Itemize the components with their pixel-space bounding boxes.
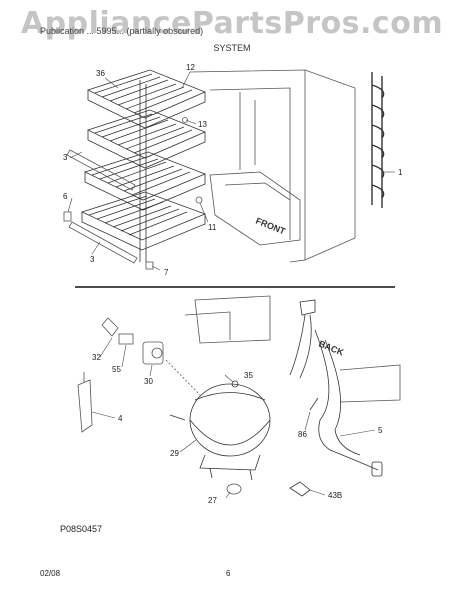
part-callout: 43B [328, 491, 342, 500]
grommet [226, 483, 242, 495]
shelf-peg [182, 117, 188, 123]
part-callout: 4 [118, 414, 123, 423]
part-callout: 7 [164, 268, 169, 277]
part-callout: 32 [92, 353, 101, 362]
shelf-support [145, 261, 154, 270]
page-number: 6 [226, 569, 231, 578]
part-callout: 86 [298, 430, 307, 439]
shelf-clip [63, 211, 72, 222]
part-callout: 13 [198, 120, 207, 129]
part-callout: 30 [144, 377, 153, 386]
watermark: AppliancePartsPros.com [20, 6, 444, 41]
part-callout: 3 [63, 153, 68, 162]
part-callout: 35 [244, 371, 253, 380]
part-callout: 3 [90, 255, 95, 264]
section-title: SYSTEM [213, 43, 251, 53]
part-callout: 12 [186, 63, 195, 72]
start-relay [142, 341, 164, 365]
filter-drier [77, 372, 93, 433]
condenser-coil [371, 72, 385, 208]
part-callout: 6 [63, 192, 68, 201]
wiring-harness [289, 299, 383, 497]
publication-header: Publication ... 5995... (partially obscu… [40, 26, 204, 36]
part-callout: 36 [96, 69, 105, 78]
relay-cover [118, 333, 134, 345]
figure-id: P08S0457 [60, 524, 103, 534]
footer-date: 02/08 [40, 569, 61, 578]
cabinet-outline [189, 69, 356, 263]
shelf-stop [195, 196, 203, 204]
cabinet-back-outline [184, 295, 401, 403]
back-label: BACK [317, 339, 345, 358]
part-callout: 55 [112, 365, 121, 374]
part-callout: 29 [170, 449, 179, 458]
wire-terminal [101, 317, 119, 337]
part-callout: 1 [398, 168, 403, 177]
compressor [169, 380, 271, 481]
front-label: FRONT [254, 216, 287, 237]
part-callout: 27 [208, 496, 217, 505]
wire-shelves [80, 69, 207, 262]
part-callout: 11 [208, 223, 217, 232]
relay-connection [165, 359, 201, 396]
part-callout: 5 [378, 426, 383, 435]
shelf-rails [66, 149, 138, 264]
